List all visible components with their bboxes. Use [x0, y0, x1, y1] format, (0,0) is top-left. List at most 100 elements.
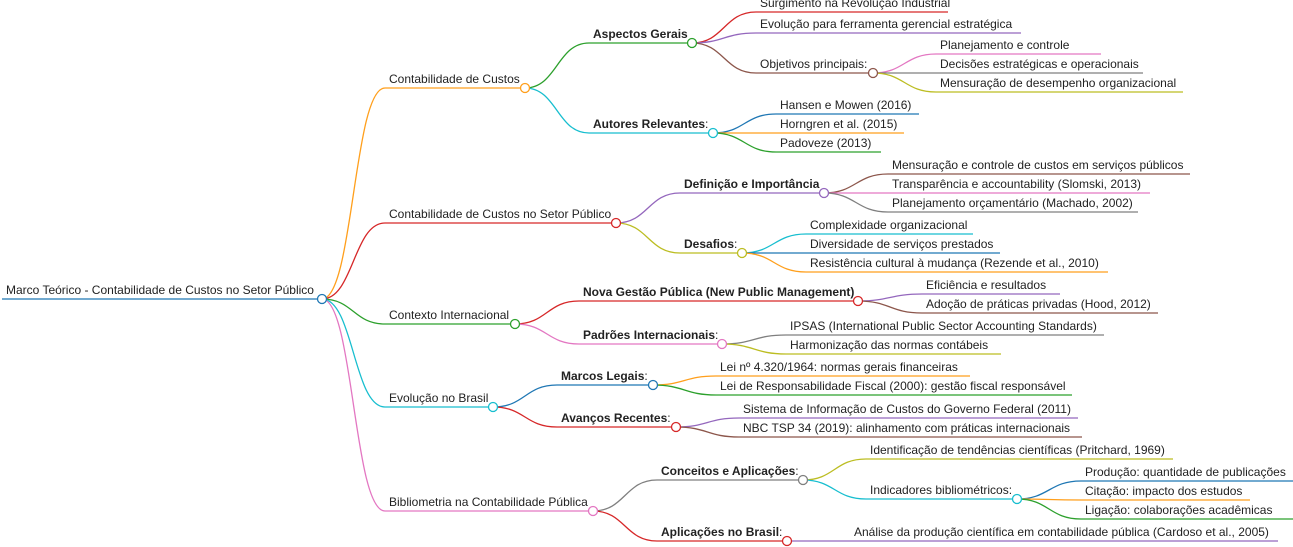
mindmap-node-conceitos-e-aplicacoes[interactable]: Conceitos e Aplicações: — [657, 464, 803, 481]
mindmap-node-decisoes-estrategicas-e-operacionais[interactable]: Decisões estratégicas e operacionais — [936, 57, 1143, 74]
collapse-toggle-icon[interactable] — [736, 247, 748, 259]
collapse-toggle-icon[interactable] — [818, 187, 830, 199]
node-label: Complexidade organizacional — [810, 218, 967, 232]
collapse-toggle-icon[interactable] — [867, 67, 879, 79]
collapse-toggle-icon[interactable] — [519, 82, 531, 94]
mindmap-node-padoveze-2013[interactable]: Padoveze (2013) — [776, 136, 881, 153]
node-label: Conceitos e Aplicações: — [661, 464, 799, 478]
mindmap-node-hansen-e-mowen-2016[interactable]: Hansen e Mowen (2016) — [776, 98, 919, 115]
mindmap-node-avancos-recentes[interactable]: Avanços Recentes: — [557, 411, 676, 428]
connector-nova-gestao-publica-new-public-managemen — [514, 300, 580, 325]
mindmap-node-autores-relevantes[interactable]: Autores Relevantes: — [589, 117, 713, 134]
connector-adocao-de-praticas-privadas-hood-2012 — [857, 300, 923, 314]
mindmap-node-producao-quantidade-de-publicacoes[interactable]: Produção: quantidade de publicações — [1081, 465, 1293, 482]
node-label: Avanços Recentes: — [561, 411, 671, 425]
mindmap-node-identificacao-de-tendencias-cientificas-[interactable]: Identificação de tendências científicas … — [866, 443, 1173, 460]
mindmap-node-analise-da-producao-cientifica-em-contab[interactable]: Análise da produção científica em contab… — [850, 525, 1278, 542]
node-label: Contexto Internacional — [389, 308, 509, 322]
mindmap-node-ipsas-international-public-sector-accoun[interactable]: IPSAS (International Public Sector Accou… — [786, 319, 1104, 336]
mindmap-node-nbc-tsp-34-2019-alinhamento-com-praticas[interactable]: NBC TSP 34 (2019): alinhamento com práti… — [739, 421, 1082, 438]
collapse-toggle-icon[interactable] — [686, 37, 698, 49]
node-label: Identificação de tendências científicas … — [870, 443, 1165, 457]
mindmap-node-horngren-et-al-2015[interactable]: Horngren et al. (2015) — [776, 117, 904, 134]
collapse-toggle-icon[interactable] — [716, 338, 728, 350]
mindmap-node-evolucao-no-brasil[interactable]: Evolução no Brasil — [385, 391, 493, 408]
connector-lei-de-responsabilidade-fiscal-2000-gest — [652, 384, 717, 396]
node-label: Ligação: colaborações acadêmicas — [1085, 503, 1272, 517]
mindmap-node-eficiencia-e-resultados[interactable]: Eficiência e resultados — [922, 278, 1060, 295]
node-label: Aplicações no Brasil: — [661, 525, 782, 539]
connector-contabilidade-de-custos-no-setor-publico — [321, 222, 386, 300]
mindmap-node-mensuracao-e-controle-de-custos-em-servi[interactable]: Mensuração e controle de custos em servi… — [888, 158, 1190, 175]
node-label: Mensuração de desempenho organizacional — [940, 76, 1176, 90]
mindmap-node-contabilidade-de-custos[interactable]: Contabilidade de Custos — [385, 72, 525, 89]
node-label: Diversidade de serviços prestados — [810, 237, 993, 251]
node-label: Surgimento na Revolução Industrial — [760, 0, 950, 10]
collapse-toggle-icon[interactable] — [587, 505, 599, 517]
node-label: Citação: impacto dos estudos — [1085, 484, 1242, 498]
mindmap-node-surgimento-na-revolucao-industrial[interactable]: Surgimento na Revolução Industrial — [756, 0, 950, 13]
node-label: Mensuração e controle de custos em servi… — [892, 158, 1183, 172]
connector-indicadores-bibliometricos — [802, 479, 867, 500]
node-label: Análise da produção científica em contab… — [854, 525, 1269, 539]
collapse-toggle-icon[interactable] — [487, 401, 499, 413]
collapse-toggle-icon[interactable] — [797, 474, 809, 486]
mindmap-node-sistema-de-informacao-de-custos-do-gover[interactable]: Sistema de Informação de Custos do Gover… — [739, 402, 1078, 419]
node-label: Definição e Importância — [684, 177, 820, 191]
connector-avancos-recentes — [492, 406, 558, 428]
mindmap-node-harmonizacao-das-normas-contabeis[interactable]: Harmonização das normas contábeis — [786, 338, 1001, 355]
node-label: Lei nº 4.320/1964: normas gerais finance… — [720, 360, 958, 374]
mindmap-node-marco-teorico-contabilidade-de-custos-no[interactable]: Marco Teórico - Contabilidade de Custos … — [2, 283, 322, 300]
connector-aplicacoes-no-brasil — [592, 510, 658, 542]
connector-planejamento-e-controle — [872, 53, 937, 74]
collapse-toggle-icon[interactable] — [316, 293, 328, 305]
collapse-toggle-icon[interactable] — [670, 421, 682, 433]
mindmap-node-padroes-internacionais[interactable]: Padrões Internacionais: — [579, 328, 722, 345]
mindmap-node-lei-n-4-320-1964-normas-gerais-financeir[interactable]: Lei nº 4.320/1964: normas gerais finance… — [716, 360, 970, 377]
mindmap-node-planejamento-orcamentario-machado-2002[interactable]: Planejamento orçamentário (Machado, 2002… — [888, 196, 1138, 213]
mindmap-node-definicao-e-importancia[interactable]: Definição e Importância — [680, 177, 824, 194]
collapse-toggle-icon[interactable] — [647, 379, 659, 391]
mindmap-node-citacao-impacto-dos-estudos[interactable]: Citação: impacto dos estudos — [1081, 484, 1250, 501]
mindmap-node-transparencia-e-accountability-slomski-2[interactable]: Transparência e accountability (Slomski,… — [888, 177, 1150, 194]
node-label: Horngren et al. (2015) — [780, 117, 897, 131]
mindmap-node-contabilidade-de-custos-no-setor-publico[interactable]: Contabilidade de Custos no Setor Público — [385, 207, 616, 224]
connector-identificacao-de-tendencias-cientificas- — [802, 458, 867, 481]
mindmap-node-planejamento-e-controle[interactable]: Planejamento e controle — [936, 38, 1101, 55]
mindmap-node-indicadores-bibliometricos[interactable]: Indicadores bibliométricos: — [866, 483, 1017, 500]
collapse-toggle-icon[interactable] — [707, 127, 719, 139]
node-label: Contabilidade de Custos no Setor Público — [389, 207, 611, 221]
mindmap-node-aspectos-gerais[interactable]: Aspectos Gerais — [589, 27, 692, 44]
mindmap-node-objetivos-principais[interactable]: Objetivos principais: — [756, 57, 873, 74]
mindmap-node-marcos-legais[interactable]: Marcos Legais: — [557, 369, 653, 386]
collapse-toggle-icon[interactable] — [852, 295, 864, 307]
connector-marcos-legais — [492, 384, 558, 408]
mindmap-node-desafios[interactable]: Desafios: — [680, 237, 742, 254]
node-label: Planejamento e controle — [940, 38, 1070, 52]
collapse-toggle-icon[interactable] — [610, 217, 622, 229]
mindmap-node-adocao-de-praticas-privadas-hood-2012[interactable]: Adoção de práticas privadas (Hood, 2012) — [922, 297, 1158, 314]
collapse-toggle-icon[interactable] — [781, 535, 793, 547]
collapse-toggle-icon[interactable] — [509, 318, 521, 330]
connector-planejamento-orcamentario-machado-2002 — [823, 192, 889, 213]
connector-autores-relevantes — [524, 87, 590, 134]
mindmap-node-complexidade-organizacional[interactable]: Complexidade organizacional — [806, 218, 973, 235]
mindmap-node-resistencia-cultural-a-mudanca-rezende-e[interactable]: Resistência cultural à mudança (Rezende … — [806, 256, 1108, 273]
mindmap-node-ligacao-colaboracoes-academicas[interactable]: Ligação: colaborações acadêmicas — [1081, 503, 1293, 520]
collapse-toggle-icon[interactable] — [1011, 493, 1023, 505]
mindmap-node-bibliometria-na-contabilidade-publica[interactable]: Bibliometria na Contabilidade Pública — [385, 495, 593, 512]
mindmap-node-contexto-internacional[interactable]: Contexto Internacional — [385, 308, 515, 325]
connector-lei-n-4-320-1964-normas-gerais-financeir — [652, 375, 717, 386]
connector-conceitos-e-aplicacoes — [592, 479, 658, 512]
mindmap-node-lei-de-responsabilidade-fiscal-2000-gest[interactable]: Lei de Responsabilidade Fiscal (2000): g… — [716, 379, 1072, 396]
node-label: NBC TSP 34 (2019): alinhamento com práti… — [743, 421, 1070, 435]
mindmap-node-diversidade-de-servicos-prestados[interactable]: Diversidade de serviços prestados — [806, 237, 1000, 254]
mindmap-node-aplicacoes-no-brasil[interactable]: Aplicações no Brasil: — [657, 525, 787, 542]
node-label: Produção: quantidade de publicações — [1085, 465, 1286, 479]
mindmap-node-mensuracao-de-desempenho-organizacional[interactable]: Mensuração de desempenho organizacional — [936, 76, 1183, 93]
mindmap-node-evolucao-para-ferramenta-gerencial-estra[interactable]: Evolução para ferramenta gerencial estra… — [756, 17, 1021, 34]
mindmap-node-nova-gestao-publica-new-public-managemen[interactable]: Nova Gestão Pública (New Public Manageme… — [579, 285, 858, 302]
connector-aspectos-gerais — [524, 42, 590, 89]
